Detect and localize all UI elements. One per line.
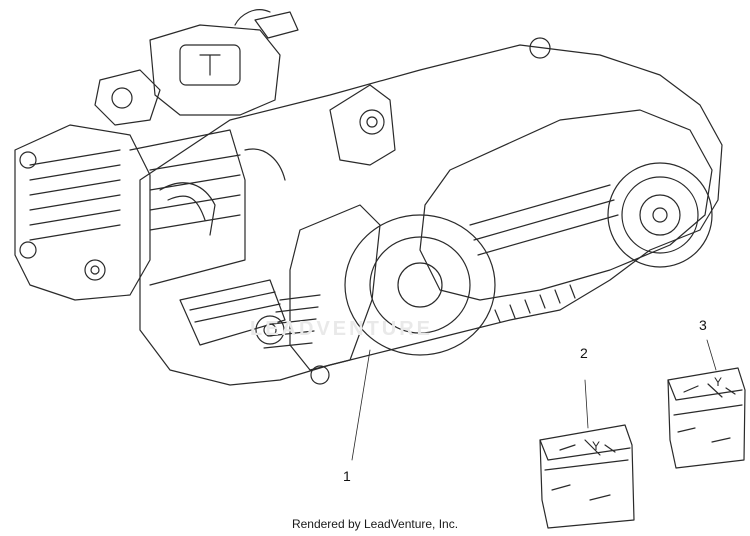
callout-2: 2	[580, 345, 588, 361]
bag-3-print: Y	[714, 375, 722, 389]
footer-credit: Rendered by LeadVenture, Inc.	[291, 517, 459, 531]
engine-assembly	[14, 9, 723, 461]
bag-2-print: Y	[592, 439, 600, 453]
callout-1: 1	[343, 468, 351, 484]
callout-3: 3	[699, 317, 707, 333]
parts-bag-3	[667, 339, 746, 469]
watermark: LEADVENTURE	[250, 318, 434, 340]
parts-bag-2	[539, 379, 635, 529]
